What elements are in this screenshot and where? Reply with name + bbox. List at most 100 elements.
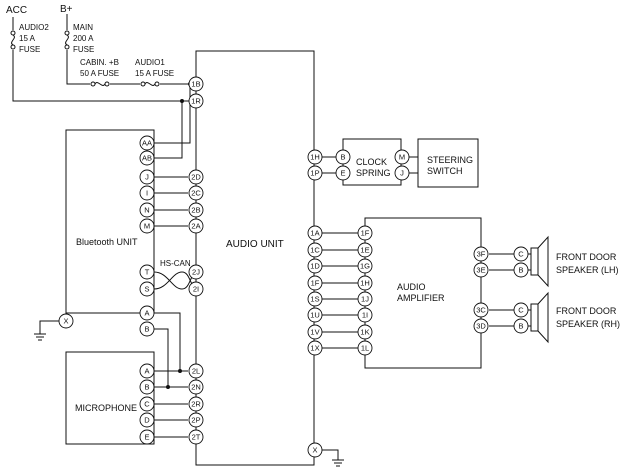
pin-label: 1S	[310, 295, 319, 304]
pin-label: AB	[142, 154, 152, 163]
pin-amplifier-left-1i: 1I	[357, 307, 373, 323]
pin-label: 1X	[310, 344, 319, 353]
pin-audio-unit-right-1u: 1U	[307, 307, 323, 323]
audio2-fuse-line-3: FUSE	[19, 45, 40, 54]
pin-label: 2N	[191, 383, 201, 392]
pin-label: C	[144, 400, 150, 409]
pin-amplifier-left-1h: 1H	[357, 275, 373, 291]
pin-label: 2P	[191, 416, 200, 425]
pin-label: 1V	[310, 328, 319, 337]
audio-amplifier-label-2: AMPLIFIER	[397, 293, 445, 303]
pin-amplifier-left-1f: 1F	[357, 225, 373, 241]
pin-label: 1K	[360, 328, 369, 337]
pin-audio-unit-left-2t: 2T	[188, 429, 204, 445]
pin-label: 1I	[362, 311, 368, 320]
pin-microphone-a: A	[139, 363, 155, 379]
pin-audio-unit-right-1s: 1S	[307, 291, 323, 307]
pin-label: A	[144, 367, 149, 376]
main-fuse-line-2: 200 A	[73, 34, 94, 43]
speaker-lh-symbol	[530, 235, 549, 288]
audio-amplifier-label-1: AUDIO	[397, 282, 426, 292]
speaker-rh-label-1: FRONT DOOR	[556, 306, 617, 316]
pin-audio-unit-left-2b: 2B	[188, 202, 204, 218]
main-fuse-line-3: FUSE	[73, 45, 94, 54]
pin-label: 1R	[191, 97, 201, 106]
pin-amplifier-left-1j: 1J	[357, 291, 373, 307]
hs-can-label: HS-CAN	[160, 259, 191, 268]
pin-label: 2J	[192, 268, 200, 277]
pin-label: 1B	[191, 80, 200, 89]
pin-label: B	[144, 383, 149, 392]
pin-amplifier-left-1e: 1E	[357, 242, 373, 258]
speaker-lh-label-1: FRONT DOOR	[556, 252, 617, 262]
pin-label: AA	[142, 139, 152, 148]
pin-label: 2I	[193, 285, 199, 294]
pin-audio-unit-right-1a: 1A	[307, 225, 323, 241]
pin-speaker-lh-c: C	[513, 246, 529, 262]
main-fuse-symbol	[64, 30, 70, 50]
pin-label: M	[399, 153, 405, 162]
main-fuse-line-1: MAIN	[73, 23, 93, 32]
audio2-fuse-line-2: 15 A	[19, 34, 36, 43]
pin-label: 1F	[361, 229, 370, 238]
pin-label: 3D	[476, 322, 486, 331]
bluetooth-unit-label: Bluetooth UNIT	[76, 237, 138, 247]
pin-label: 2A	[191, 222, 200, 231]
pin-audio-unit-left-2p: 2P	[188, 412, 204, 428]
pin-microphone-c: C	[139, 396, 155, 412]
pin-label: C	[518, 250, 524, 259]
pin-label: 3C	[476, 306, 486, 315]
pin-label: 2C	[191, 189, 201, 198]
pin-audio-unit-left-2c: 2C	[188, 185, 204, 201]
pin-label: 2R	[191, 400, 201, 409]
pin-label: 1E	[360, 246, 369, 255]
pin-label: 1F	[311, 279, 320, 288]
pin-label: 2T	[192, 433, 201, 442]
pin-audio-unit-right-1d: 1D	[307, 258, 323, 274]
audio-unit-label: AUDIO UNIT	[226, 239, 284, 250]
pin-label: 3E	[476, 266, 485, 275]
pin-label: D	[144, 416, 150, 425]
pin-label: E	[144, 433, 149, 442]
pin-speaker-lh-b: B	[513, 262, 529, 278]
pin-bluetooth-aa: AA	[139, 135, 155, 151]
junction-dots	[166, 82, 192, 389]
pin-label: B	[518, 322, 523, 331]
acc-label: ACC	[6, 5, 27, 16]
pin-audio-unit-right-1v: 1V	[307, 324, 323, 340]
microphone-box	[65, 351, 155, 445]
pin-audio-unit-right-1h: 1H	[307, 149, 323, 165]
pin-label: 1C	[310, 246, 320, 255]
b-plus-label: B+	[60, 4, 73, 15]
pin-label: M	[144, 222, 150, 231]
pin-label: 2D	[191, 173, 201, 182]
speaker-lh-label-2: SPEAKER (LH)	[556, 265, 619, 275]
pin-clock-spring-right-j: J	[394, 165, 410, 181]
pin-microphone-b: B	[139, 379, 155, 395]
pin-label: 1G	[360, 262, 370, 271]
audio2-fuse-symbol	[10, 30, 16, 50]
pin-label: 1L	[361, 344, 369, 353]
pin-label: 1A	[310, 229, 319, 238]
pin-label: X	[312, 446, 317, 455]
cabin-fuse-line-2: 50 A FUSE	[80, 69, 119, 78]
pin-audio-unit-right-1c: 1C	[307, 242, 323, 258]
pin-clock-spring-left-e: E	[335, 165, 351, 181]
pin-audio-unit-right-1p: 1P	[307, 165, 323, 181]
pin-audio-unit-right-1x: 1X	[307, 340, 323, 356]
audio-unit-box	[195, 50, 315, 466]
pin-label: I	[146, 189, 148, 198]
pin-audio-unit-left-2r: 2R	[188, 396, 204, 412]
pin-bluetooth-m: M	[139, 218, 155, 234]
pin-amplifier-right-3f: 3F	[473, 246, 489, 262]
pin-label: 3F	[477, 250, 486, 259]
audio1-fuse-line-1: AUDIO1	[135, 58, 165, 67]
pin-label: X	[63, 317, 68, 326]
pin-label: 1H	[360, 279, 370, 288]
pin-bluetooth-x: X	[58, 313, 74, 329]
pin-label: T	[145, 268, 150, 277]
fuses	[10, 30, 160, 87]
pin-amplifier-left-1k: 1K	[357, 324, 373, 340]
pin-amplifier-left-1g: 1G	[357, 258, 373, 274]
clock-spring-label-1: CLOCK	[356, 157, 387, 167]
